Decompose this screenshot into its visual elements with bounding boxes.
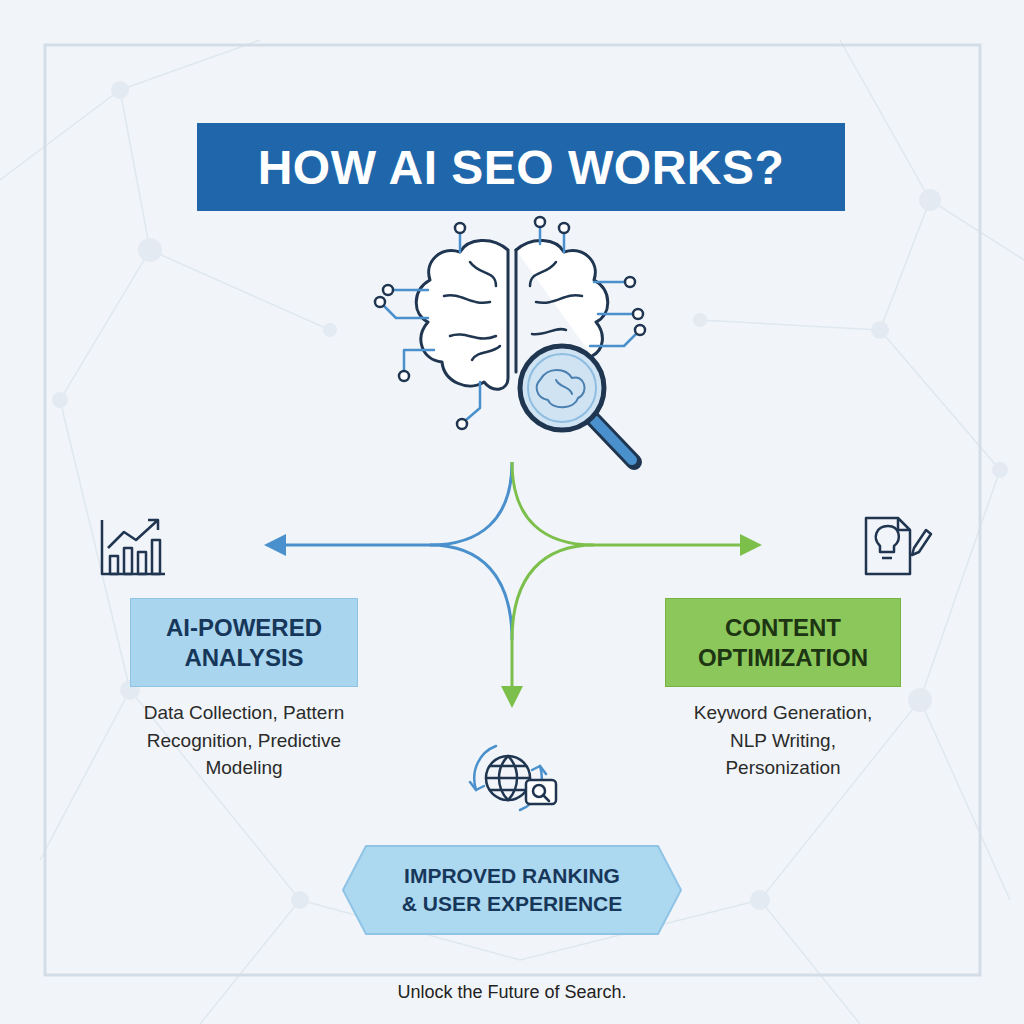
chart-bar [138,552,146,574]
chart-bar [152,540,160,574]
background-network [0,40,1024,1024]
chart-bar [124,548,132,574]
brain-divide [515,250,518,372]
globe-lines [486,756,530,800]
step-detail: Data Collection, Pattern Recognition, Pr… [139,699,349,782]
brain-right [516,240,608,356]
magnifier-handle [594,420,632,460]
step-heading: AI-POWERED ANALYSIS [130,598,358,687]
brain-fold [444,262,500,360]
globe [486,756,530,800]
brain-left [416,240,508,389]
document [866,518,910,574]
chart-trend [108,520,158,548]
hexagon-shape [343,846,681,934]
arrow-line [512,462,742,545]
globe-search-icon [470,746,556,810]
search-box [526,780,556,804]
arrow-line [430,545,512,640]
circuit-trace [384,232,480,420]
pencil [912,530,931,555]
network-line [0,40,1024,1024]
step-box: CONTENT OPTIMIZATION Keyword Generation, … [665,598,901,782]
title-banner: HOW AI SEO WORKS? [197,123,845,211]
caption: Unlock the Future of Search. [0,982,1024,1003]
idea-document-icon [866,518,931,574]
chart-icon [102,520,165,574]
chart-bar [110,556,118,574]
step-heading: CONTENT OPTIMIZATION [665,598,901,687]
magnifier-ring [528,354,596,422]
lightbulb [876,526,899,558]
magnified-brain [537,370,585,407]
magnifier-lens [520,346,604,430]
brain-icon [375,217,645,462]
result-text: IMPROVED RANKING & USER EXPERIENCE [382,862,642,919]
arrow-head [740,534,762,556]
result-banner: IMPROVED RANKING & USER EXPERIENCE [342,845,682,935]
chart-axis [102,520,165,574]
hexagon-outline [342,845,682,935]
brain-fold [530,262,582,334]
step-box: AI-POWERED ANALYSIS Data Collection, Patt… [130,598,358,782]
arrow-line [284,462,512,545]
frame [45,45,980,975]
circuit-trace [540,226,636,346]
search-handle [543,795,549,801]
circuit-dots [375,217,645,429]
magnifier-handle [592,418,634,462]
network-dots [52,81,1008,910]
arrow-head [501,686,523,708]
arrow-line [512,545,594,688]
step-detail: Keyword Generation, NLP Writing, Personi… [678,699,888,782]
arrow-head [264,534,286,556]
